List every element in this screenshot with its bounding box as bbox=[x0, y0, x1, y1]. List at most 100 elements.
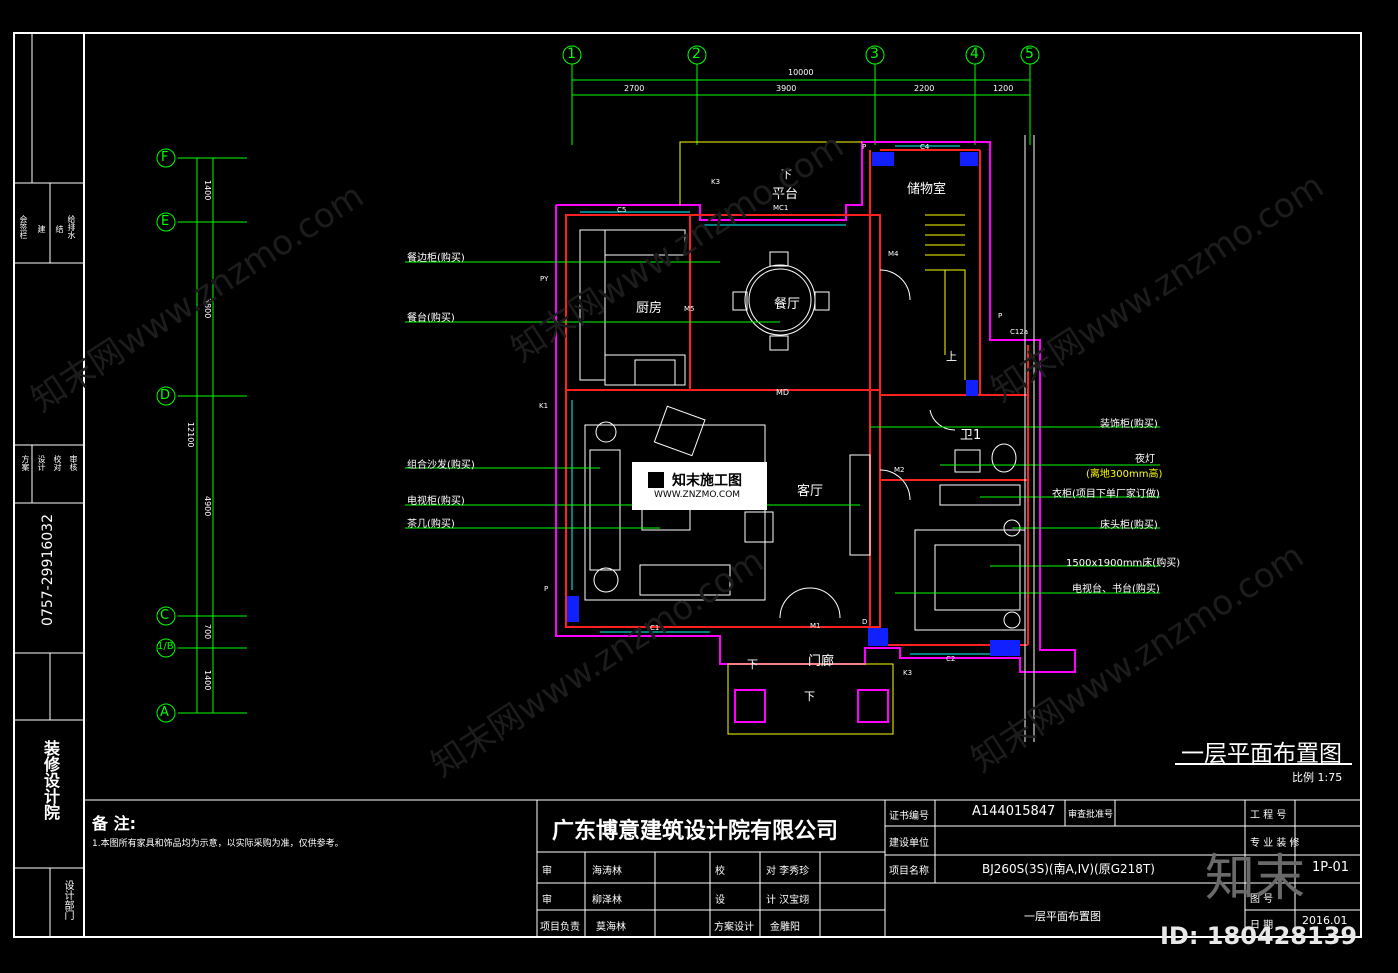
tag-k3-bottom: K3 bbox=[903, 669, 913, 677]
room-storage: 储物室 bbox=[907, 182, 947, 197]
tb-company: 广东博意建筑设计院有限公司 bbox=[552, 819, 839, 844]
tb-r3-c4: 金雕阳 bbox=[770, 922, 800, 933]
bedroom-furniture bbox=[914, 443, 1026, 631]
anno-coffee-table: 茶几(购买) bbox=[407, 519, 455, 530]
anno-dining-table: 餐台(购买) bbox=[407, 313, 455, 324]
anno-bed: 1500x1900mm床(购买) bbox=[1066, 558, 1181, 569]
tb-r2-c4: 计 汉宝翊 bbox=[766, 895, 810, 906]
dining-table bbox=[732, 251, 830, 351]
columns bbox=[567, 152, 1020, 656]
anno-sideboard: 餐边柜(购买) bbox=[407, 253, 465, 264]
tag-c4: C4 bbox=[920, 143, 930, 151]
anno-nightlight-height: (离地300mm高) bbox=[1086, 469, 1163, 480]
label-down-1: 下 bbox=[781, 168, 792, 181]
tag-m2: M2 bbox=[894, 466, 905, 474]
tb-project-name-label: 项目名称 bbox=[889, 866, 929, 877]
walls-inner bbox=[565, 149, 1029, 646]
tag-m1: M1 bbox=[810, 622, 821, 630]
tb-r1-c1: 审 bbox=[542, 866, 552, 877]
left-strip bbox=[14, 33, 84, 937]
drawing-title: 一层平面布置图 bbox=[1181, 741, 1342, 767]
tb-date: 2016.01 bbox=[1302, 914, 1348, 927]
watermark-big: 知末 bbox=[1205, 849, 1305, 907]
tb-r2-c1: 审 bbox=[542, 895, 552, 906]
tag-p-right: P bbox=[998, 312, 1003, 320]
room-platform: 平台 bbox=[772, 187, 799, 202]
footer-id: ID: 180428139 bbox=[1160, 922, 1358, 950]
inner-frame bbox=[83, 32, 1362, 938]
staircase bbox=[925, 214, 966, 380]
notes-line1: 1.本图所有家具和饰品均为示意，以实际采购为准，仅供参考。 bbox=[92, 839, 344, 849]
grid-row-e: E bbox=[161, 214, 170, 229]
grid-row-d: D bbox=[160, 388, 171, 403]
dim-h-3: 2200 bbox=[914, 84, 935, 93]
strip-phone: 0757-29916032 bbox=[40, 514, 56, 626]
grid-col-2: 2 bbox=[692, 46, 701, 62]
dim-v-3: 4900 bbox=[203, 496, 212, 517]
logo-badge-icon bbox=[648, 472, 664, 488]
tag-k1: K1 bbox=[539, 402, 549, 410]
anno-nightstand: 床头柜(购买) bbox=[1100, 520, 1158, 531]
tag-mc1: MC1 bbox=[773, 204, 789, 212]
dim-v-2: 3800 bbox=[203, 298, 212, 319]
logo-badge-en: WWW.ZNZMO.COM bbox=[654, 490, 741, 500]
drawing-scale: 比例 1:75 bbox=[1292, 771, 1343, 784]
strip-block2-c: 校对 bbox=[53, 455, 62, 471]
dim-v-1: 1400 bbox=[203, 180, 212, 201]
room-foyer: 门廊 bbox=[808, 654, 835, 669]
tb-r3-c1: 项目负责 bbox=[540, 922, 580, 933]
dim-h-2: 3900 bbox=[776, 84, 797, 93]
grid-row-f: F bbox=[161, 150, 169, 165]
dim-h-1: 2700 bbox=[624, 84, 645, 93]
tag-p-left: P bbox=[544, 585, 549, 593]
tag-md: MD bbox=[776, 388, 790, 397]
tb-drawing-name: 一层平面布置图 bbox=[1024, 910, 1101, 923]
tb-r1-c2: 海涛林 bbox=[592, 866, 622, 877]
strip-block1-b: 建 bbox=[37, 225, 46, 233]
anno-sofa: 组合沙发(购买) bbox=[407, 460, 475, 471]
strip-block2-a: 方案 bbox=[21, 455, 30, 471]
tb-r2-c2: 柳泽林 bbox=[592, 895, 622, 906]
tb-cert-no: A144015847 bbox=[972, 804, 1056, 819]
tag-c1: C1 bbox=[650, 624, 660, 632]
tb-cert-label: 证书编号 bbox=[889, 811, 929, 822]
tag-m5: M5 bbox=[684, 305, 695, 313]
tag-m4: M4 bbox=[888, 250, 899, 258]
grid-row-1b: 1/B bbox=[157, 641, 174, 652]
tag-c12a: C12a bbox=[1010, 328, 1029, 336]
platform-outline bbox=[679, 141, 894, 735]
grid-row-c: C bbox=[160, 608, 170, 623]
label-down-2: 下 bbox=[747, 658, 758, 671]
tb-project-name: BJ260S(3S)(南A,IV)(原G218T) bbox=[982, 862, 1155, 876]
grid-bubbles bbox=[156, 45, 1040, 723]
anno-tv-cabinet: 电视柜(购买) bbox=[407, 496, 465, 507]
tag-py: PY bbox=[540, 275, 549, 283]
left-dimensions bbox=[178, 157, 247, 714]
foyer-piers bbox=[734, 689, 889, 723]
tag-k3-top: K3 bbox=[711, 178, 721, 186]
tb-r1-c3: 校 bbox=[715, 866, 725, 877]
anno-wardrobe: 衣柜(项目下单厂家订做) bbox=[1052, 489, 1160, 500]
tb-r1-c4: 对 李秀珍 bbox=[766, 866, 810, 877]
tb-build-unit-label: 建设单位 bbox=[889, 838, 929, 849]
strip-block1-c: 结 bbox=[55, 225, 64, 233]
strip-block2-b: 设计 bbox=[37, 455, 46, 471]
dim-total-h: 10000 bbox=[788, 68, 814, 77]
notes-heading: 备 注: bbox=[92, 814, 136, 833]
room-living: 客厅 bbox=[797, 484, 824, 499]
tb-drawing-no: 1P-01 bbox=[1312, 860, 1350, 875]
kitchen-counters bbox=[579, 229, 686, 386]
tb-approve-label: 审查批准号 bbox=[1068, 810, 1114, 820]
tb-r3-c3: 方案设计 bbox=[714, 922, 754, 933]
tb-project-no-label: 工 程 号 bbox=[1250, 810, 1287, 821]
strip-bottom: 设计部门 bbox=[62, 880, 73, 920]
strip-block1-a: 会签栏 bbox=[19, 215, 28, 239]
top-dimensions bbox=[571, 64, 1031, 145]
doors bbox=[779, 269, 956, 619]
strip-company: 装修设计院 bbox=[41, 740, 60, 820]
grid-col-5: 5 bbox=[1025, 46, 1034, 62]
label-down-3: 下 bbox=[804, 690, 815, 703]
anno-nightlight: 夜灯 bbox=[1135, 454, 1155, 465]
dim-total-v: 12100 bbox=[186, 422, 195, 448]
dim-h-4: 1200 bbox=[993, 84, 1014, 93]
